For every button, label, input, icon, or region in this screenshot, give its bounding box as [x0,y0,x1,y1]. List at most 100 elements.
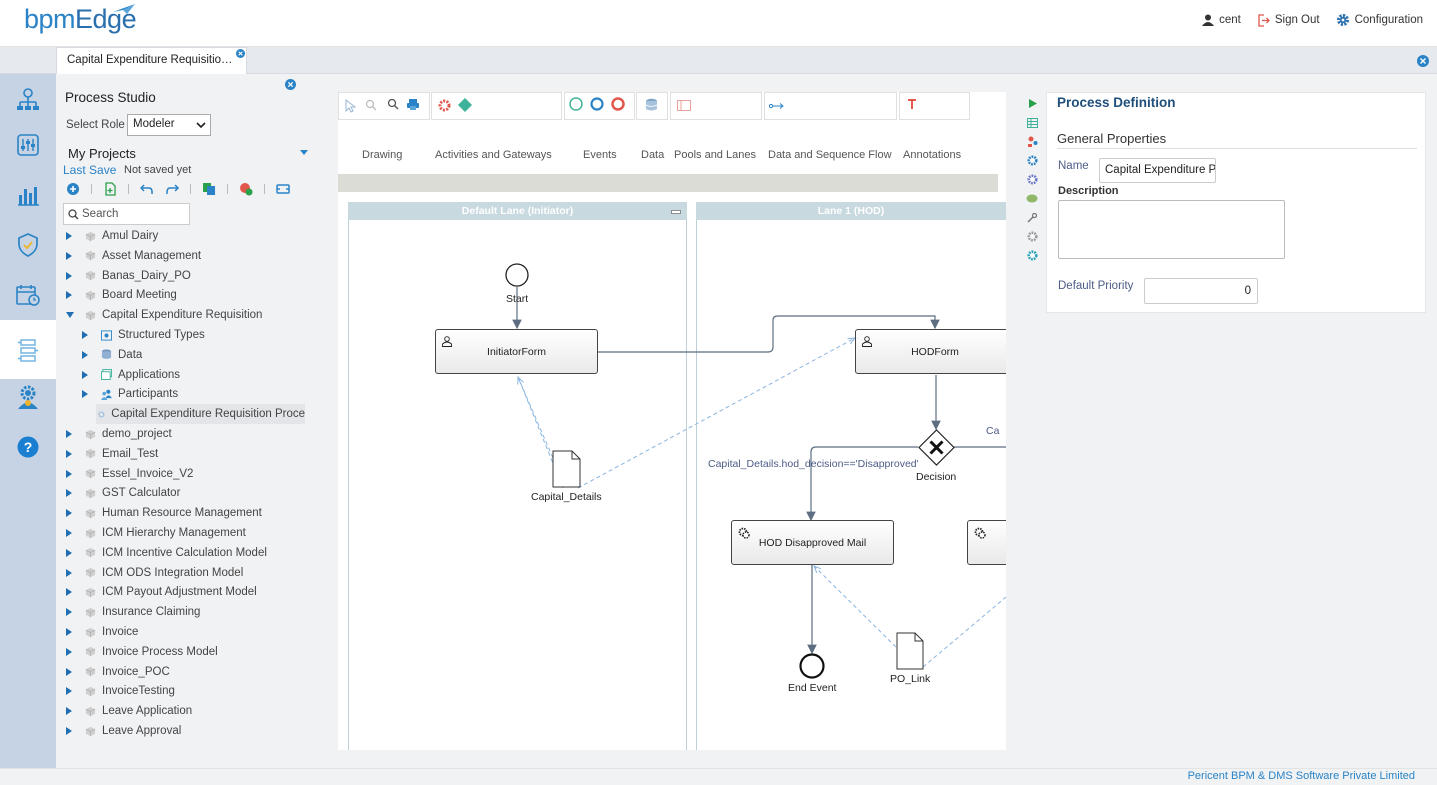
nav-administration[interactable] [0,372,56,422]
nav-calendar[interactable] [0,270,56,320]
text-annotation-icon[interactable] [906,98,918,110]
expand-toggle-icon[interactable] [66,548,76,557]
expand-toggle-icon[interactable] [66,707,76,716]
expand-toggle-icon[interactable] [66,312,76,319]
tree-item[interactable]: Invoice [66,622,138,642]
lane-header-hod[interactable]: Lane 1 (HOD) [696,202,1006,220]
tree-item[interactable]: Insurance Claiming [66,602,200,622]
prop-tab-advanced[interactable] [1025,227,1039,246]
data-object-po-link[interactable] [896,632,924,670]
expand-toggle-icon[interactable] [66,568,76,577]
tree-item-selected-process[interactable]: Capital Expenditure Requisition Proce [96,404,305,425]
zoom-fit-icon[interactable] [387,98,399,110]
expand-toggle-icon[interactable] [66,489,76,498]
prop-tab-data[interactable] [1025,113,1039,132]
nav-analytics[interactable] [0,170,56,220]
tree-item[interactable]: Data [82,345,142,365]
close-panel-icon[interactable] [285,79,296,90]
tree-item[interactable]: Structured Types [82,325,205,345]
sequence-flow-icon[interactable] [769,102,785,110]
tree-item[interactable]: Banas_Dairy_PO [66,266,191,286]
data-object-capital-details[interactable] [552,450,581,488]
tree-item[interactable]: Invoice_POC [66,662,170,682]
user-menu[interactable]: cent [1202,14,1241,26]
expand-toggle-icon[interactable] [82,370,92,379]
end-event-icon[interactable] [611,97,625,111]
expand-toggle-icon[interactable] [66,469,76,478]
tree-item[interactable]: ICM ODS Integration Model [66,563,243,583]
tree-item[interactable]: Essel_Invoice_V2 [66,464,193,484]
tree-item[interactable]: GST Calculator [66,483,180,503]
close-all-icon[interactable] [1417,55,1429,67]
deploy-icon[interactable] [239,182,253,196]
expand-toggle-icon[interactable] [82,331,92,339]
expand-toggle-icon[interactable] [82,350,92,359]
prop-tab-comments[interactable] [1025,189,1039,208]
task-hod-disapproved-mail[interactable]: HOD Disapproved Mail [731,520,894,565]
decision-gateway[interactable] [918,429,955,466]
tree-item[interactable]: Applications [82,365,180,385]
tree-item[interactable]: Leave Application [66,701,192,721]
start-event-icon[interactable] [569,97,583,111]
data-store-icon[interactable] [645,98,658,112]
select-pointer-icon[interactable] [345,99,356,113]
expand-toggle-icon[interactable] [66,232,76,240]
tab-close-icon[interactable] [236,49,245,58]
tree-item[interactable]: Leave Approval [66,721,181,741]
prop-tab-triggers[interactable] [1025,170,1039,189]
add-icon[interactable] [66,182,80,196]
nav-help[interactable]: ? [0,422,56,472]
tree-item[interactable]: ICM Payout Adjustment Model [66,582,257,602]
footer-company[interactable]: Pericent BPM & DMS Software Private Limi… [1187,770,1415,782]
pool-lane-icon[interactable] [677,100,691,111]
expand-toggle-icon[interactable] [66,628,76,636]
tree-item[interactable]: Board Meeting [66,285,177,305]
nav-process-studio[interactable] [0,320,56,379]
tree-item[interactable]: Participants [82,384,178,404]
expand-toggle-icon[interactable] [66,667,76,676]
tree-item[interactable]: ICM Hierarchy Management [66,523,246,543]
nav-process-map[interactable] [0,74,56,124]
start-event[interactable] [505,263,529,287]
expand-toggle-icon[interactable] [66,727,76,735]
priority-input[interactable]: 0 [1144,278,1258,304]
task-initiator-form[interactable]: InitiatorForm [435,329,598,374]
expand-toggle-icon[interactable] [66,430,76,438]
prop-tab-tools[interactable] [1025,208,1039,227]
refresh-icon[interactable] [276,182,290,196]
tree-item[interactable]: InvoiceTesting [66,681,175,701]
description-textarea[interactable] [1058,200,1285,259]
nav-settings[interactable] [0,120,56,170]
zoom-icon[interactable] [365,99,377,111]
sign-out-button[interactable]: Sign Out [1257,13,1320,27]
tree-item[interactable]: Invoice Process Model [66,642,218,662]
expand-toggle-icon[interactable] [66,291,76,300]
service-task-icon[interactable] [438,99,451,112]
expand-toggle-icon[interactable] [66,647,76,656]
tree-item[interactable]: Amul Dairy [66,226,158,246]
redo-icon[interactable] [165,182,180,196]
expand-toggle-icon[interactable] [66,509,76,518]
expand-toggle-icon[interactable] [66,251,76,260]
tab-capital-expenditure[interactable]: Capital Expenditure Requisitio… [56,47,247,74]
tree-item[interactable]: ICM Incentive Calculation Model [66,543,267,563]
prop-tab-extensions[interactable] [1025,246,1039,265]
project-search-input[interactable]: Search [63,203,190,225]
gateway-icon[interactable] [458,98,472,112]
tree-item[interactable]: Email_Test [66,444,158,464]
tree-item[interactable]: Human Resource Management [66,503,262,523]
task-offscreen[interactable] [967,520,1006,565]
name-input[interactable]: Capital Expenditure P [1099,158,1216,183]
tree-item[interactable]: demo_project [66,424,172,444]
prop-tab-applications[interactable] [1025,151,1039,170]
nav-security[interactable] [0,220,56,270]
expand-toggle-icon[interactable] [66,608,76,617]
expand-toggle-icon[interactable] [66,449,76,458]
copy-icon[interactable] [202,182,216,196]
role-select[interactable]: Modeler [127,114,211,136]
expand-toggle-icon[interactable] [66,588,76,597]
expand-toggle-icon[interactable] [82,390,92,399]
expand-toggle-icon[interactable] [66,529,76,537]
undo-icon[interactable] [139,182,154,196]
collapse-lane-icon[interactable] [671,210,681,214]
